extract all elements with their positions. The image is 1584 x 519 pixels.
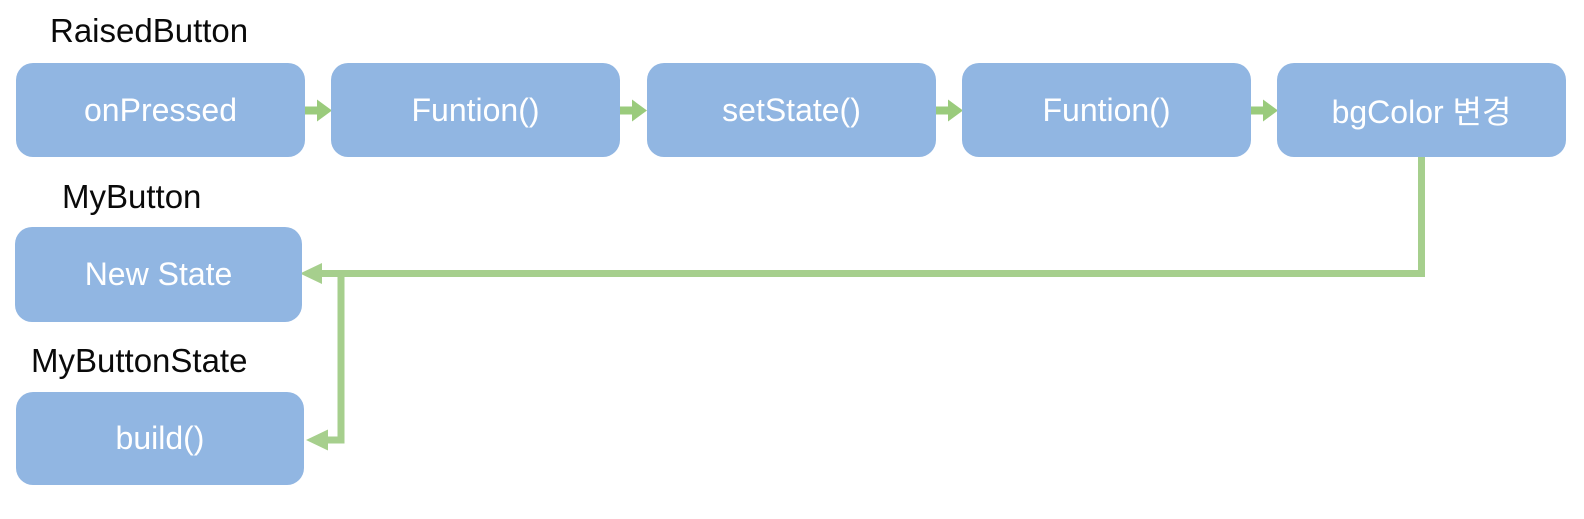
node-build-text: build(): [115, 420, 205, 456]
connector-bgcolor-to-newstate: [321, 157, 1425, 277]
node-funtion-2-text: Funtion(): [1042, 91, 1171, 128]
node-setstate: setState(): [647, 63, 936, 157]
arrowhead-left-icon: [300, 263, 322, 284]
node-funtion-2: Funtion(): [962, 63, 1251, 157]
arrow-right-icon: [1249, 99, 1278, 122]
label-mybutton: MyButton: [62, 178, 202, 215]
connector-branch-to-build: [328, 270, 345, 444]
arrow-right-icon: [934, 99, 963, 122]
node-onpressed-text: onPressed: [84, 91, 237, 128]
arrow-right-icon: [618, 99, 647, 122]
node-build: build(): [16, 392, 304, 485]
node-new-state: New State: [15, 227, 302, 322]
node-funtion-1: Funtion(): [331, 63, 620, 157]
arrowhead-left-icon: [306, 429, 328, 451]
node-onpressed: onPressed: [16, 63, 305, 157]
node-new-state-text: New State: [84, 256, 233, 292]
node-bgcolor-change: bgColor 변경: [1277, 63, 1566, 157]
node-bgcolor-change-text: bgColor 변경: [1331, 94, 1512, 130]
label-raisedbutton: RaisedButton: [50, 12, 249, 49]
node-funtion-1-text: Funtion(): [411, 91, 540, 128]
node-setstate-text: setState(): [722, 91, 861, 128]
label-mybuttonstate: MyButtonState: [31, 342, 248, 379]
arrow-right-icon: [303, 99, 332, 122]
